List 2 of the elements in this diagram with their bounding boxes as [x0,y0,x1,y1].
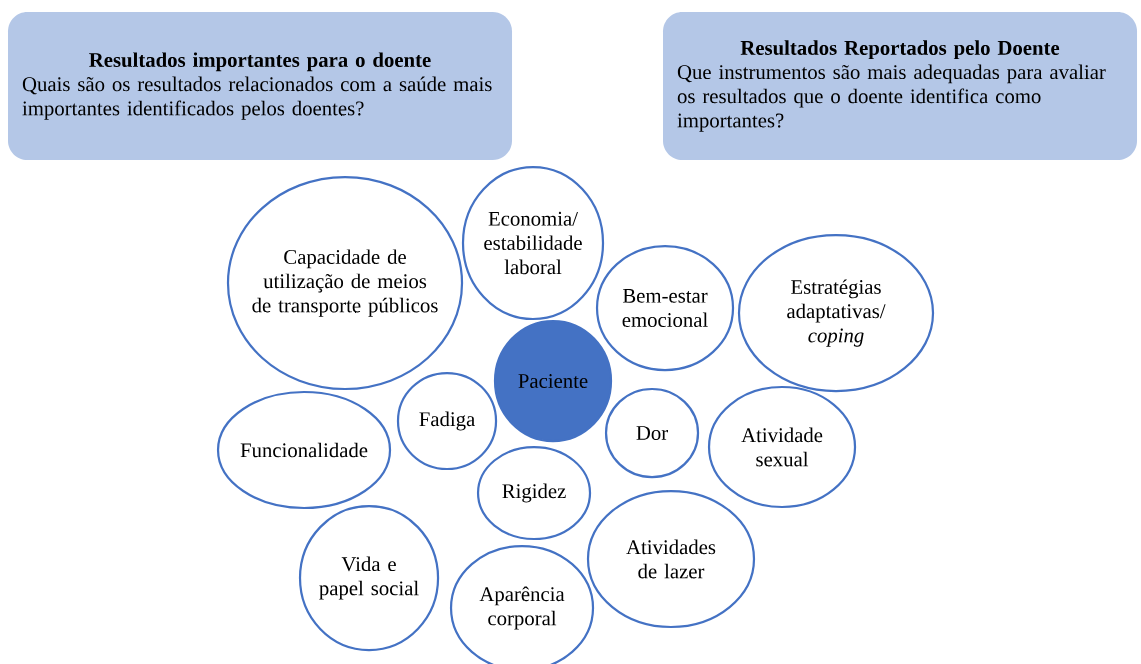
rounded-box: Resultados importantes para o doente Quais são os resultados relacionados com a saúde mais importantes identificados pelos doentes? [8,12,512,160]
rounded-box: Resultados Reportados pelo Doente Que instrumentos são mais adequadas para avaliar os resultados que o doente identifica como importantes? [663,12,1138,160]
